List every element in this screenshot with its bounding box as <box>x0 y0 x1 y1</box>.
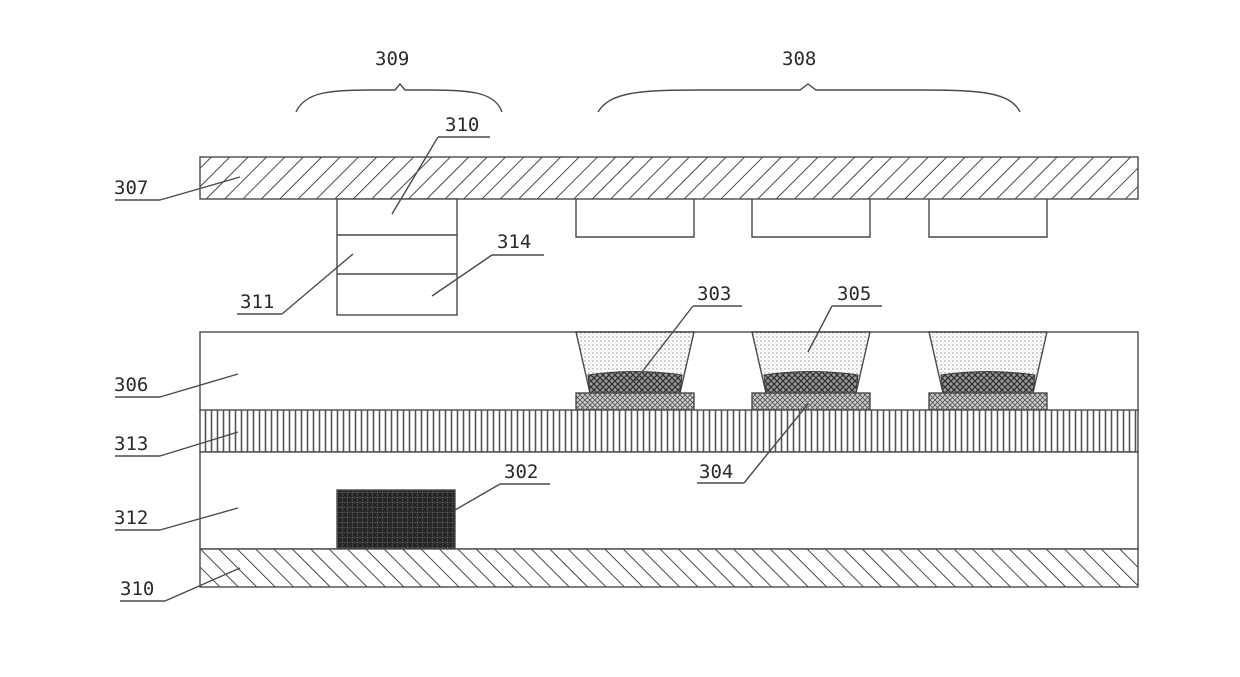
label-308: 308 <box>782 48 816 70</box>
label-304: 304 <box>699 461 733 483</box>
dark-block <box>337 490 455 549</box>
top-substrate <box>200 157 1138 199</box>
label-310-bottom: 310 <box>120 578 154 600</box>
top-pocket <box>576 199 694 237</box>
label-303: 303 <box>697 283 731 305</box>
top-pocket-group <box>576 199 1047 237</box>
top-pocket <box>929 199 1047 237</box>
striped-layer <box>200 410 1138 452</box>
label-310-top: 310 <box>445 114 479 136</box>
label-306: 306 <box>114 374 148 396</box>
contact-pad <box>929 393 1047 410</box>
cross-hatched-element <box>764 372 858 394</box>
label-307: 307 <box>114 177 148 199</box>
cross-hatched-element <box>588 372 682 394</box>
top-pocket <box>752 199 870 237</box>
label-305: 305 <box>837 283 871 305</box>
cross-hatched-element <box>941 372 1035 394</box>
well-group <box>576 332 1047 410</box>
brace-right <box>598 84 1020 112</box>
label-314: 314 <box>497 231 531 253</box>
label-313: 313 <box>114 433 148 455</box>
contact-pad <box>752 393 870 410</box>
left-layer-stack <box>337 199 457 315</box>
label-309: 309 <box>375 48 409 70</box>
label-311: 311 <box>240 291 274 313</box>
brace-left <box>296 84 502 112</box>
well <box>929 332 1047 410</box>
bottom-substrate <box>200 549 1138 587</box>
label-302: 302 <box>504 461 538 483</box>
label-312: 312 <box>114 507 148 529</box>
well <box>576 332 694 410</box>
well <box>752 332 870 410</box>
contact-pad <box>576 393 694 410</box>
